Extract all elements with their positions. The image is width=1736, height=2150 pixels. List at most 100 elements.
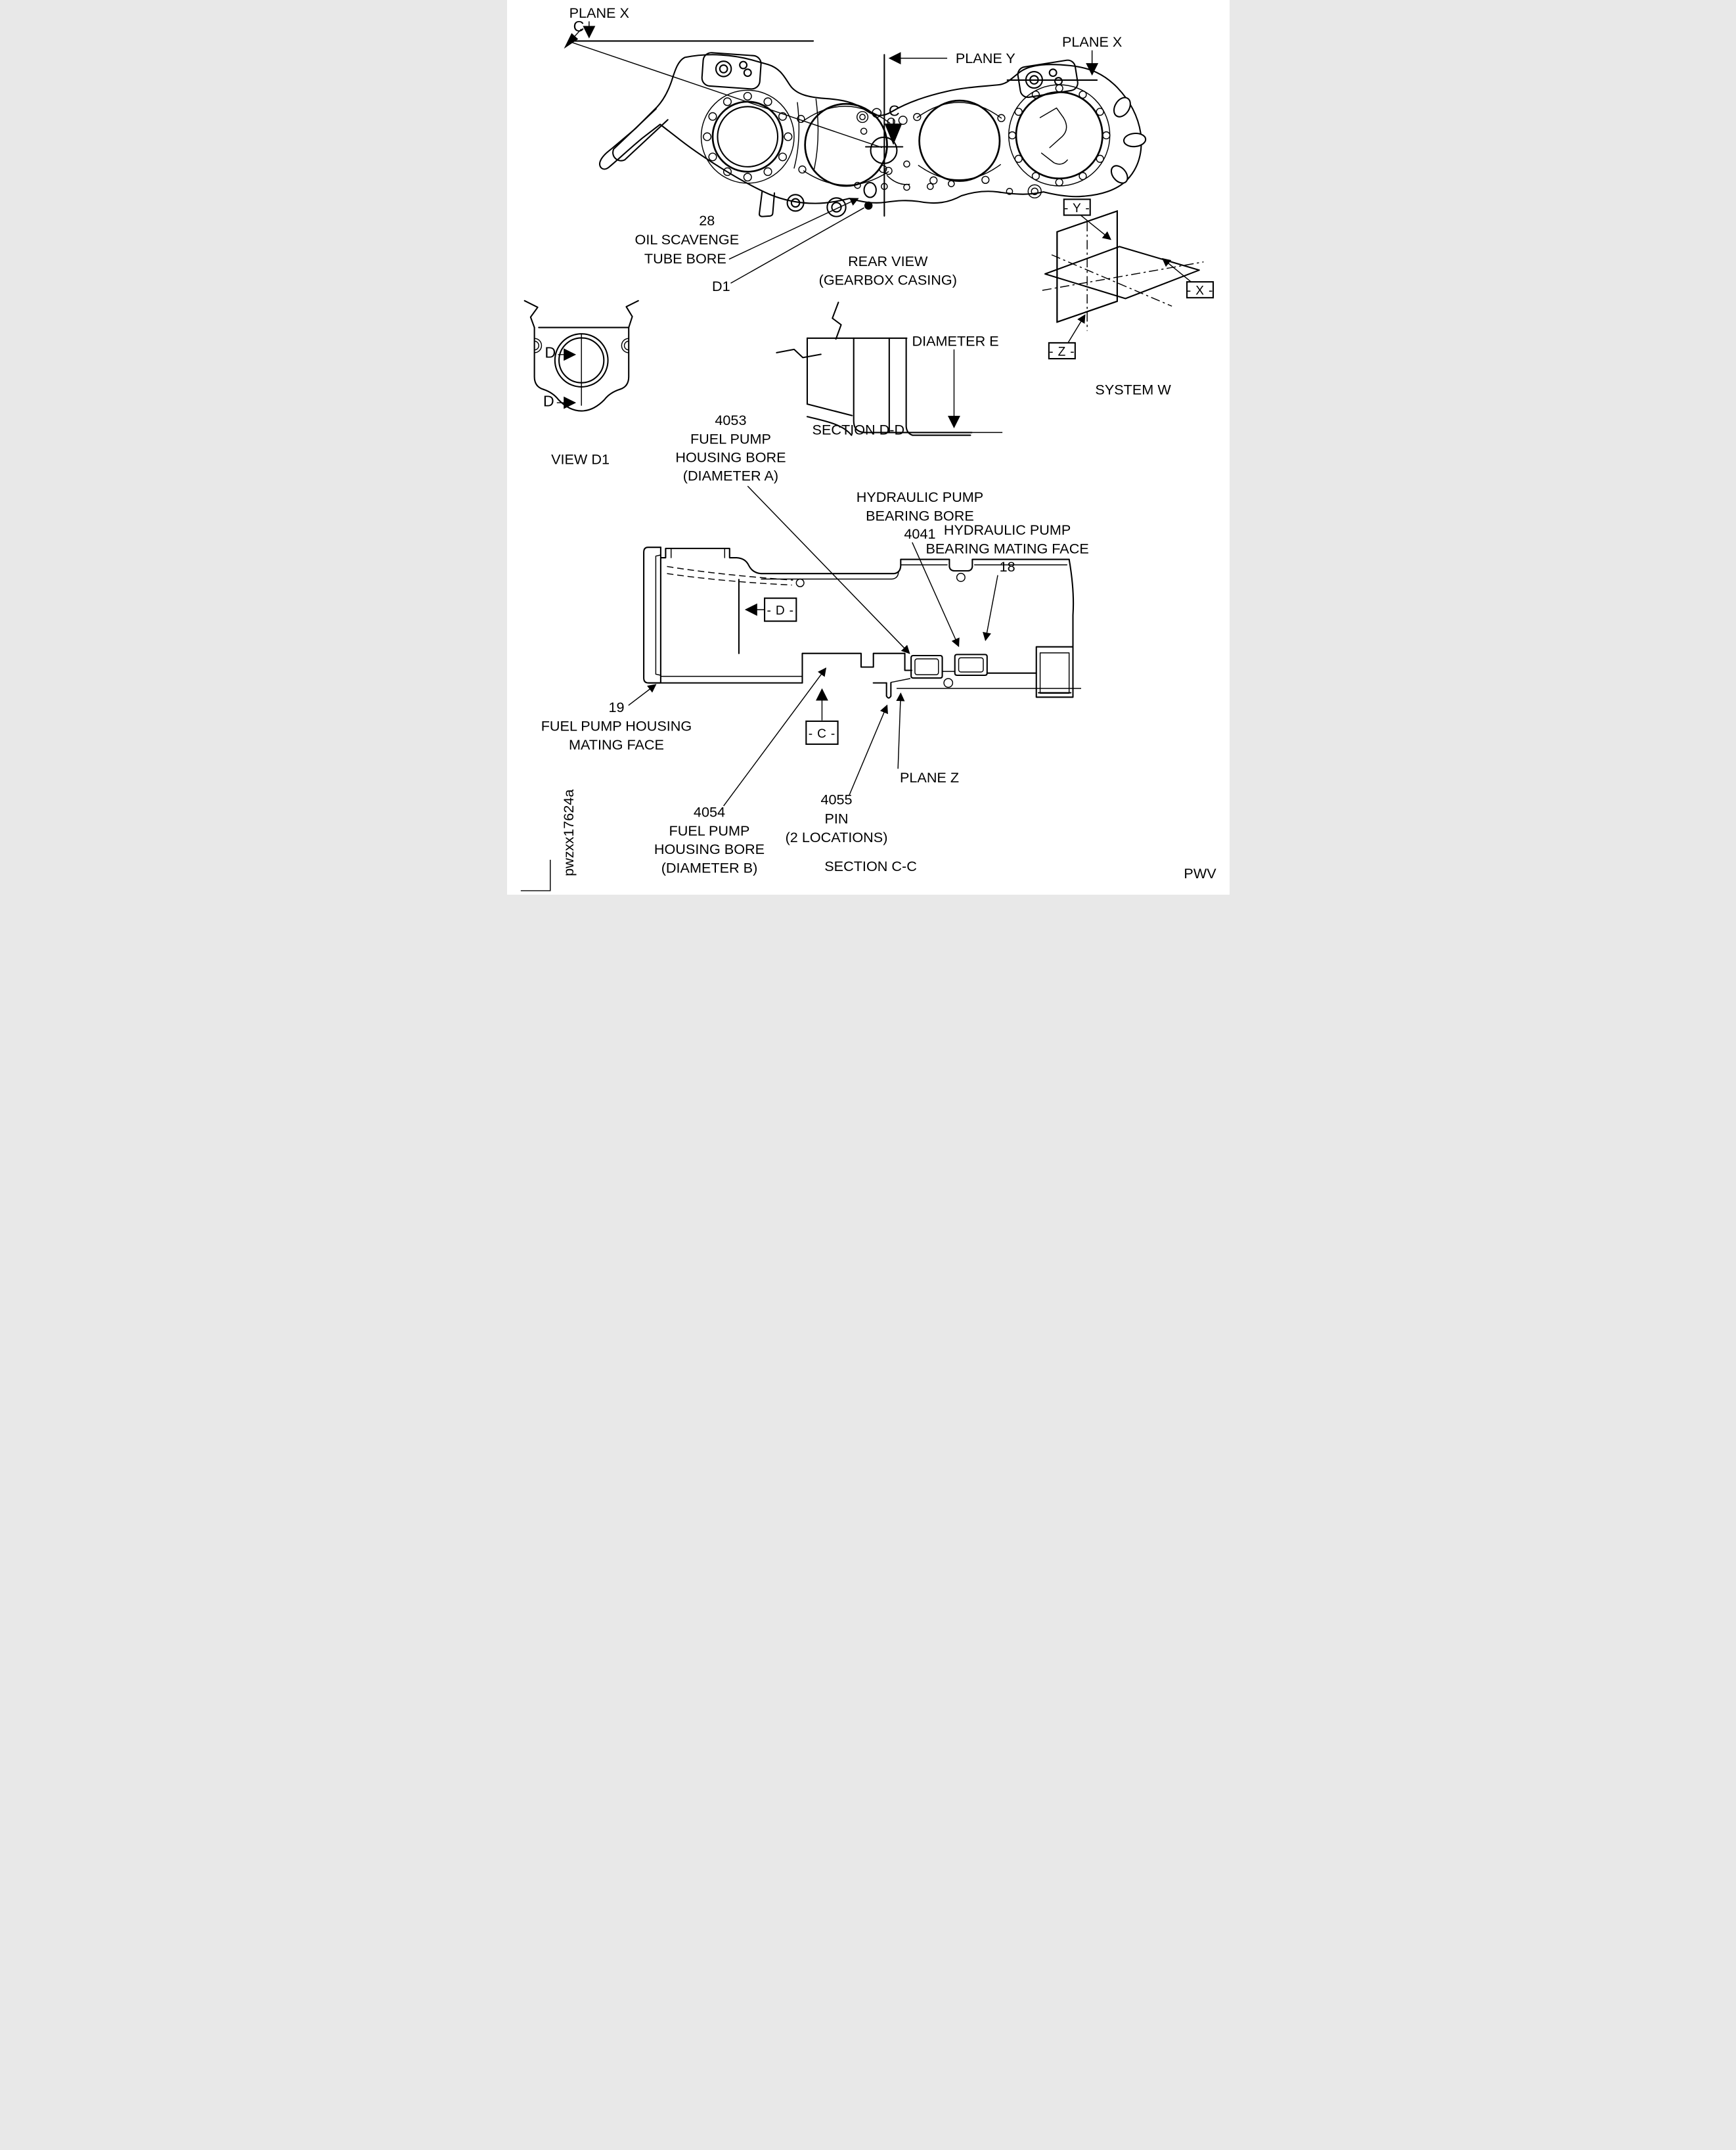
dd-lower-profile bbox=[806, 416, 852, 436]
diameter-e-label: DIAMETER E bbox=[912, 332, 998, 349]
cc-left-plate-outer bbox=[642, 547, 661, 684]
web-line bbox=[793, 102, 799, 169]
break-line-left bbox=[523, 300, 539, 328]
bolt-hole bbox=[1096, 108, 1104, 116]
bolt-hole bbox=[796, 114, 805, 123]
label-19-line2: MATING FACE bbox=[568, 736, 663, 753]
cc-top-profile bbox=[659, 547, 1070, 575]
plane-x-right-label: PLANE X bbox=[1061, 34, 1121, 50]
mid-labels: 4053 FUEL PUMP HOUSING BORE (DIAMETER A)… bbox=[675, 412, 1088, 654]
cc-left-plate-inner bbox=[655, 554, 661, 676]
label-4053-leader bbox=[747, 485, 910, 654]
bore-opening-1-inner bbox=[716, 106, 778, 168]
section-c-center-label: C bbox=[888, 102, 899, 119]
oil-scavenge-tube-bore bbox=[863, 181, 877, 198]
datum-x-label: - X - bbox=[1186, 284, 1213, 298]
bore-opening-4-flange bbox=[1008, 84, 1110, 187]
cc-bearing-block bbox=[1035, 646, 1074, 698]
engineering-drawing-svg: PLANE X C PLANE Y PLANE X bbox=[520, 5, 1216, 891]
datum-x-leader bbox=[1161, 258, 1191, 282]
break-line-right bbox=[625, 300, 639, 328]
dd-right-wall bbox=[905, 337, 914, 436]
axis-dashdot-x bbox=[1042, 261, 1204, 291]
small-hole bbox=[853, 181, 861, 189]
cc-right-edge bbox=[1068, 558, 1074, 648]
view-d1-dot bbox=[864, 201, 872, 210]
bolt-hole bbox=[707, 112, 717, 121]
label-4054-leader bbox=[723, 667, 826, 807]
label-4054-line1: FUEL PUMP bbox=[669, 822, 749, 839]
center-small-bore bbox=[869, 136, 898, 164]
bore-opening-3 bbox=[918, 99, 1000, 182]
hyd-bore-line2: BEARING BORE bbox=[866, 507, 974, 524]
bore-3-flange-arc-top bbox=[916, 102, 1002, 119]
bore-4-bolt-holes bbox=[1008, 84, 1110, 187]
cc-top-inner-line bbox=[760, 571, 899, 580]
dd-break-left bbox=[775, 348, 822, 359]
small-hole bbox=[902, 160, 910, 168]
flange-tab bbox=[1110, 165, 1128, 184]
small-hole bbox=[947, 180, 955, 187]
datum-x-box bbox=[1186, 281, 1214, 299]
d-arrow-lower-label: D bbox=[543, 392, 554, 409]
label-19-leader bbox=[627, 684, 656, 706]
cc-bottom-slant bbox=[890, 678, 910, 683]
datum-z-label: - Z - bbox=[1049, 345, 1075, 359]
bolt-hole bbox=[1055, 178, 1063, 187]
oil-scavenge-line1: OIL SCAVENGE bbox=[634, 231, 739, 248]
label-4053-number: 4053 bbox=[715, 412, 746, 428]
axis-dashdot-z bbox=[1051, 254, 1172, 307]
d-arrow-upper-label: D bbox=[545, 344, 556, 361]
bolt-hole bbox=[1096, 154, 1104, 163]
rear-view-figure: PLANE X C PLANE Y PLANE X bbox=[564, 5, 1146, 294]
web-line bbox=[886, 175, 910, 185]
label-4055-line1: PIN bbox=[824, 811, 848, 827]
hyd-bore-line1: HYDRAULIC PUMP bbox=[856, 489, 983, 505]
flange-hole bbox=[738, 60, 747, 70]
section-cc-figure: - D - - C - 19 FUEL PUMP HOUSING MATING … bbox=[541, 547, 1081, 876]
cc-hidden-dashed-2 bbox=[666, 573, 792, 586]
bolt-hole bbox=[929, 176, 937, 185]
label-4054-line3: (DIAMETER B) bbox=[661, 859, 757, 876]
small-hole bbox=[1006, 188, 1013, 195]
hyd-bore-number: 4041 bbox=[904, 526, 935, 542]
datum-c-box bbox=[805, 720, 839, 745]
label-4055-line2: (2 LOCATIONS) bbox=[785, 829, 887, 845]
gearbox-casing-drawing bbox=[598, 52, 1146, 217]
label-4055-number: 4055 bbox=[820, 791, 852, 807]
ear-right-arcs bbox=[621, 338, 629, 353]
plate-right-wall bbox=[619, 326, 629, 390]
corner-bracket bbox=[520, 859, 550, 891]
bore-opening-2 bbox=[803, 102, 888, 187]
datum-y-label: - Y - bbox=[1063, 202, 1090, 215]
hyd-face-leader bbox=[982, 575, 998, 642]
label-4053-line1: FUEL PUMP bbox=[690, 430, 770, 447]
oil-scavenge-number: 28 bbox=[699, 212, 715, 229]
flange-tab bbox=[1123, 132, 1146, 148]
small-hole bbox=[871, 108, 881, 118]
bolt-hole bbox=[1031, 171, 1040, 181]
label-19-number: 19 bbox=[608, 699, 624, 715]
web-line bbox=[812, 98, 818, 171]
plane-z-label: PLANE Z bbox=[899, 769, 958, 786]
view-d1-caption: VIEW D1 bbox=[551, 451, 610, 468]
dd-break-top bbox=[831, 302, 842, 340]
bolt-hole bbox=[778, 112, 787, 121]
grommet bbox=[786, 194, 805, 212]
bolt-hole bbox=[743, 91, 752, 101]
cc-seat-hole bbox=[956, 573, 966, 582]
bore-opening-1-flange bbox=[700, 89, 795, 184]
grommet bbox=[826, 197, 847, 217]
plate-left-wall bbox=[533, 326, 544, 390]
system-w-figure: - Y - - X - - Z - SYSTEM W bbox=[1042, 198, 1214, 398]
casing-strut bbox=[612, 108, 669, 162]
right-top-flange bbox=[1017, 59, 1079, 99]
bore-opening-4 bbox=[1015, 91, 1103, 180]
section-dd-caption: SECTION D-D bbox=[812, 422, 904, 438]
clutch-detail bbox=[1039, 107, 1064, 118]
view-d1-leader bbox=[730, 207, 864, 284]
cc-bottom-step bbox=[801, 652, 912, 684]
left-top-flange bbox=[701, 52, 762, 90]
hyd-face-line2: BEARING MATING FACE bbox=[925, 540, 1088, 556]
hyd-face-line1: HYDRAULIC PUMP bbox=[943, 522, 1070, 538]
